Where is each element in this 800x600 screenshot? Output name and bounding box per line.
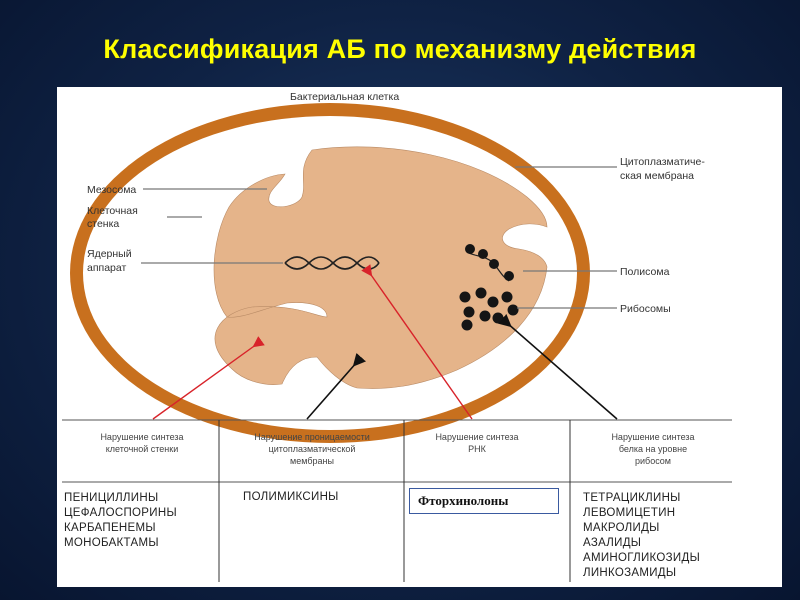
drug-item: ЛИНКОЗАМИДЫ — [583, 567, 676, 579]
label-membrane-2: ская мембрана — [620, 170, 694, 182]
label-ribosomes: Рибосомы — [620, 303, 671, 315]
column-heading-cell-wall: Нарушение синтеза клеточной стенки — [100, 432, 183, 454]
svg-text:Нарушение синтеза: Нарушение синтеза — [435, 432, 518, 442]
svg-text:Нарушение синтеза: Нарушение синтеза — [611, 432, 694, 442]
diagram-panel: Бактериальная клетка — [57, 87, 782, 587]
drug-list-protein: ТЕТРАЦИКЛИНЫ ЛЕВОМИЦЕТИН МАКРОЛИДЫ АЗАЛИ… — [583, 492, 700, 579]
column-heading-protein: Нарушение синтеза белка на уровне рибосо… — [611, 432, 694, 466]
drug-item: АМИНОГЛИКОЗИДЫ — [583, 552, 700, 564]
drug-item: КАРБАПЕНЕМЫ — [64, 522, 156, 534]
drug-item: ЦЕФАЛОСПОРИНЫ — [64, 507, 177, 519]
drug-item: АЗАЛИДЫ — [583, 537, 641, 549]
drug-item: МАКРОЛИДЫ — [583, 522, 660, 534]
svg-text:клеточной стенки: клеточной стенки — [106, 444, 178, 454]
drug-item: ПЕНИЦИЛЛИНЫ — [64, 492, 158, 504]
svg-text:РНК: РНК — [468, 444, 487, 454]
slide-title: Классификация АБ по механизму действия — [103, 34, 697, 64]
svg-text:мембраны: мембраны — [290, 456, 334, 466]
drug-item: ЛЕВОМИЦЕТИН — [583, 507, 675, 519]
arrow-membrane — [306, 352, 367, 420]
arrow-cell-wall — [152, 336, 265, 420]
arrow-rna — [361, 264, 473, 420]
polysome — [465, 244, 514, 282]
drug-item: ПОЛИМИКСИНЫ — [243, 491, 339, 503]
column-heading-rna: Нарушение синтеза РНК — [435, 432, 518, 454]
label-cell-wall-1: Клеточная — [87, 205, 138, 217]
arrow-ribosome — [497, 313, 618, 420]
label-cell-wall-2: стенка — [87, 218, 119, 230]
label-polysome: Полисома — [620, 266, 670, 278]
label-nuclear-2: аппарат — [87, 262, 126, 274]
drug-item: МОНОБАКТАМЫ — [64, 537, 159, 549]
svg-text:цитоплазматической: цитоплазматической — [269, 444, 356, 454]
drug-list-membrane: ПОЛИМИКСИНЫ — [243, 491, 339, 503]
svg-text:Нарушение проницаемости: Нарушение проницаемости — [254, 432, 370, 442]
label-nuclear-1: Ядерный — [87, 248, 132, 260]
column-heading-membrane: Нарушение проницаемости цитоплазматическ… — [254, 432, 370, 466]
svg-text:рибосом: рибосом — [635, 456, 671, 466]
svg-text:белка на уровне: белка на уровне — [619, 444, 687, 454]
drug-item: ТЕТРАЦИКЛИНЫ — [583, 492, 681, 504]
fluoroquinolones-box: Фторхинолоны — [409, 488, 559, 514]
label-membrane-1: Цитоплазматиче- — [620, 156, 705, 168]
cell-title: Бактериальная клетка — [290, 91, 399, 103]
mechanism-table-frame — [62, 419, 732, 582]
svg-text:Нарушение синтеза: Нарушение синтеза — [100, 432, 183, 442]
drug-list-cell-wall: ПЕНИЦИЛЛИНЫ ЦЕФАЛОСПОРИНЫ КАРБАПЕНЕМЫ МО… — [64, 492, 177, 549]
label-mesosome: Мезосома — [87, 184, 136, 196]
bacterial-cell-diagram: Бактериальная клетка — [62, 91, 732, 582]
